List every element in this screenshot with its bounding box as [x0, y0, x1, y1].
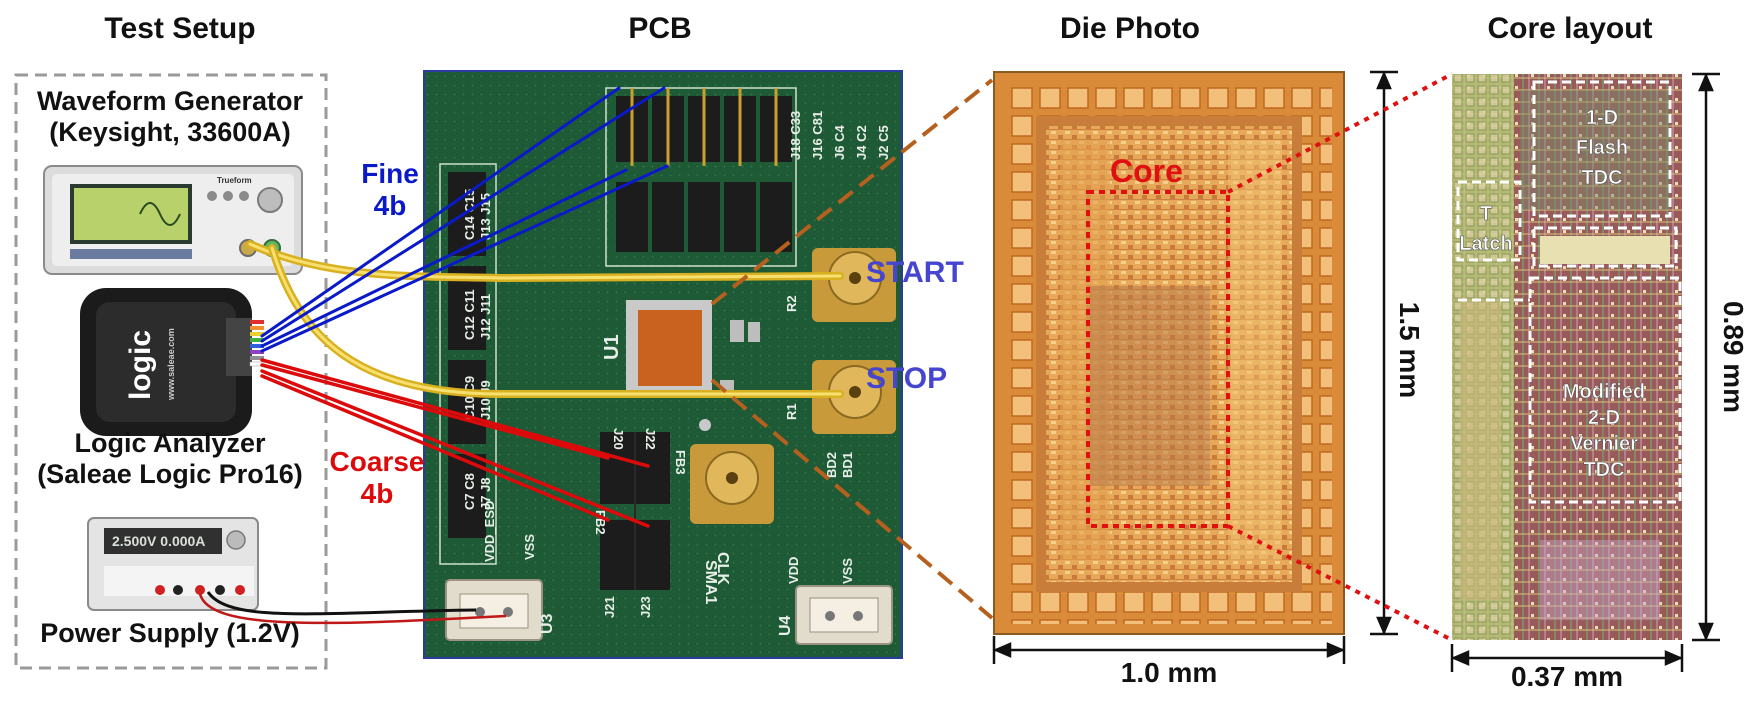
- flash-label-2: Flash: [1576, 137, 1628, 159]
- fine-label-1: Fine: [361, 158, 419, 189]
- pcb-mid-headers: [600, 432, 670, 590]
- wavegen-brand-text: Trueform: [217, 176, 252, 185]
- start-port-label: START: [866, 256, 964, 289]
- die-width-label: 1.0 mm: [1121, 657, 1218, 688]
- core-zoom-leaders: [1227, 72, 1453, 642]
- silk-mid-4: FB3: [673, 450, 688, 475]
- latch-label-1: T: [1480, 203, 1492, 225]
- die-width-dimension: [992, 636, 1346, 664]
- sma-stop: [812, 360, 896, 434]
- core-block-labels: 1-D Flash TDC T Latch Modified 2-D Verni…: [1459, 107, 1645, 482]
- clk-label: CLK: [714, 552, 731, 585]
- coarse-wires: [260, 358, 650, 528]
- logic-brand-text: logic: [124, 330, 157, 400]
- core-height-dimension: [1692, 72, 1720, 642]
- silk-vss-right: VSS: [840, 558, 855, 584]
- silk-left-4: J12 J11: [478, 294, 493, 340]
- core-layout-boxes: [1456, 80, 1682, 504]
- waveform-generator-image: Trueform: [43, 165, 303, 275]
- silk-top-3: J6 C4: [832, 125, 847, 160]
- pcb-top-headers: [605, 87, 797, 267]
- silk-vdd-esd: VDD_ESD: [482, 501, 497, 562]
- fine-wire-label: Fine 4b: [350, 158, 430, 222]
- latch-label-2: Latch: [1459, 233, 1512, 255]
- heading-test-setup: Test Setup: [104, 12, 256, 45]
- pcb-silkscreen-misc: R2 R1 BD2 BD1 VDD_ESD VSS VDD VSS SMA1 C…: [482, 295, 855, 604]
- silk-r1: R1: [784, 403, 799, 420]
- silk-left-3: C12 C11: [462, 289, 477, 340]
- silk-left-1: C14 C15: [462, 189, 477, 240]
- silk-mid-6: J23: [638, 596, 653, 618]
- logic-analyzer-name: Logic Analyzer: [74, 428, 266, 458]
- silk-mid-2: J22: [643, 428, 658, 450]
- chip-to-die-leaders: [710, 78, 994, 620]
- core-width-dimension: [1450, 644, 1684, 672]
- die-height-label: 1.5 mm: [1394, 302, 1425, 399]
- logic-url-text: www.saleae.com: [166, 328, 176, 401]
- waveform-generator-name: Waveform Generator: [36, 86, 304, 116]
- waveform-generator-model: (Keysight, 33600A): [49, 117, 291, 148]
- pcb-silkscreen-mid: J20 J22 FB2 FB3 J21 J23: [593, 428, 688, 618]
- vernier-label-1: Modified: [1563, 381, 1645, 403]
- power-wires: [198, 591, 507, 625]
- coax-cables: [246, 240, 844, 398]
- silk-top-1: J18 C33: [788, 111, 803, 160]
- pcb-chip-u1: U1: [601, 300, 712, 396]
- silk-left-6: J10 J9: [478, 380, 493, 420]
- silk-vss-left: VSS: [522, 534, 537, 560]
- vernier-label-2: 2-D: [1588, 407, 1620, 429]
- logic-analyzer-label: Logic Analyzer (Saleae Logic Pro16): [20, 428, 320, 490]
- core-width-label: 0.37 mm: [1511, 661, 1623, 692]
- silk-left-5: C10 C9: [462, 376, 477, 420]
- silk-r2: R2: [784, 295, 799, 312]
- coarse-label-1: Coarse: [329, 446, 425, 477]
- silk-vdd-right: VDD: [786, 557, 801, 584]
- sma-start: [812, 248, 896, 322]
- silk-top-2: J16 C81: [810, 111, 825, 160]
- silk-left-7: C7 C8: [462, 473, 477, 510]
- psu-display-text: 2.500V 0.000A: [112, 533, 205, 549]
- vernier-label-4: TDC: [1583, 459, 1624, 481]
- power-supply-image: 2.500V 0.000A: [87, 517, 259, 611]
- die-core-label: Core: [1110, 153, 1183, 189]
- silk-top-4: J4 C2: [854, 125, 869, 160]
- silk-bd1: BD1: [840, 452, 855, 478]
- fine-label-2: 4b: [373, 190, 407, 222]
- silk-left-8: J7 J8: [478, 477, 493, 510]
- heading-die-photo: Die Photo: [1060, 12, 1200, 45]
- fine-wires: [260, 86, 669, 353]
- silk-top-5: J2 C5: [876, 125, 891, 160]
- logic-ribbon: [249, 320, 265, 367]
- core-layout-image: [1452, 74, 1682, 640]
- silk-mid-5: J21: [602, 596, 617, 618]
- sma1-label: SMA1: [702, 560, 719, 605]
- pcb-silkscreen-top: J18 C33 J16 C81 J6 C4 J4 C2 J2 C5: [788, 111, 891, 160]
- heading-pcb: PCB: [628, 12, 692, 45]
- waveform-generator-label: Waveform Generator (Keysight, 33600A): [20, 86, 320, 148]
- silk-mid-1: J20: [611, 428, 626, 450]
- vernier-label-3: Vernier: [1570, 433, 1638, 455]
- heading-core-layout: Core layout: [1487, 12, 1653, 45]
- core-height-label: 0.89 mm: [1718, 301, 1748, 413]
- connector-u4: U4: [777, 585, 893, 645]
- coarse-label-2: 4b: [360, 478, 394, 510]
- flash-label-1: 1-D: [1586, 107, 1618, 129]
- test-setup-box: [14, 73, 328, 670]
- connector-u3: U3: [445, 579, 556, 641]
- silk-bd2: BD2: [824, 452, 839, 478]
- logic-analyzer-image: logic www.saleae.com: [80, 288, 252, 436]
- logic-analyzer-model: (Saleae Logic Pro16): [37, 459, 303, 490]
- sma-clk: [690, 444, 774, 524]
- connector-u4-label: U4: [777, 615, 794, 636]
- coarse-wire-label: Coarse 4b: [322, 446, 432, 510]
- die-height-dimension: [1370, 70, 1398, 636]
- die-core-box: [1086, 190, 1230, 528]
- silk-left-2: J13 J15: [478, 193, 493, 240]
- stop-port-label: STOP: [866, 362, 948, 395]
- chip-ref-label: U1: [601, 334, 623, 360]
- connector-u3-label: U3: [539, 613, 556, 634]
- power-supply-label: Power Supply (1.2V): [40, 618, 300, 648]
- flash-label-3: TDC: [1581, 167, 1622, 189]
